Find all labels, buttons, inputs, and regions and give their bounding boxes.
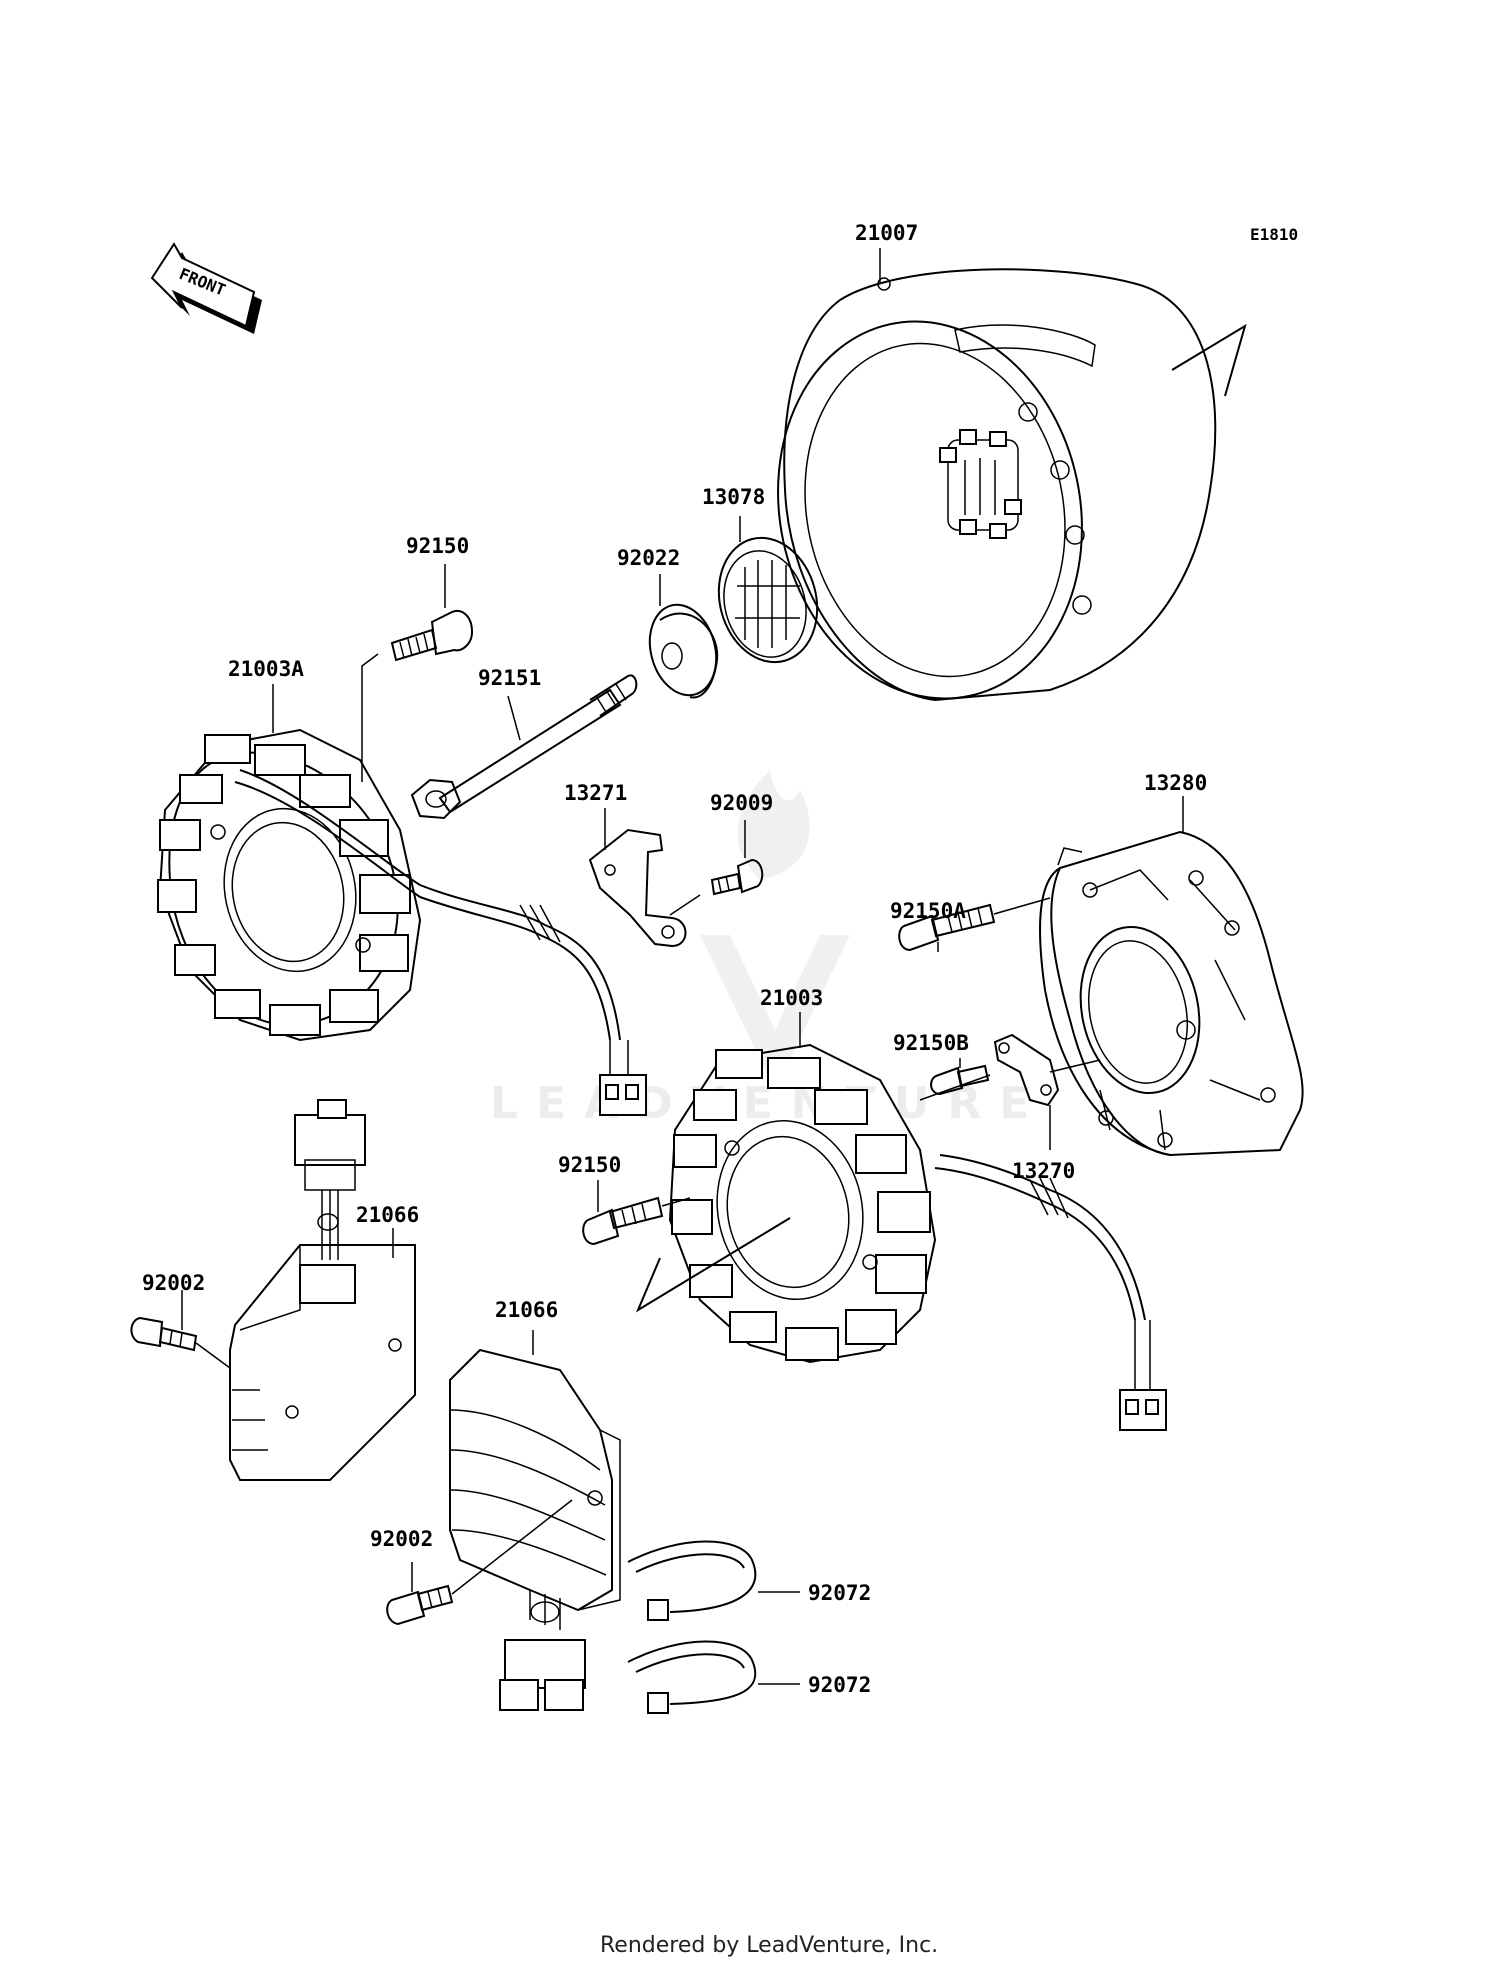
diagram-code: E1810: [1250, 225, 1298, 244]
label-washer: 92022: [617, 546, 680, 570]
washer: [648, 574, 719, 699]
front-arrow-icon: FRONT: [150, 242, 262, 334]
label-stator: 21003: [760, 986, 823, 1010]
pickup-plate: [588, 808, 687, 948]
stator-a: [157, 653, 647, 1116]
footer-credit: Rendered by LeadVenture, Inc.: [600, 1933, 938, 1958]
label-long-bolt: 92151: [478, 666, 541, 690]
flywheel: [777, 248, 1247, 702]
bolt-mid: [582, 1180, 691, 1246]
watermark: LEADVENTURE: [490, 770, 1047, 1129]
label-bolt-top: 92150: [406, 534, 469, 558]
label-bolt-92150a: 92150A: [890, 899, 966, 923]
bolt-92150b: [930, 1058, 990, 1096]
label-regulator-lower: 21066: [495, 1298, 558, 1322]
bolt-92002-upper: [130, 1290, 231, 1369]
band-lower: [627, 1640, 800, 1714]
label-regulator-upper: 21066: [356, 1203, 419, 1227]
bolt-92150a: [898, 897, 1051, 952]
screw-92009: [669, 820, 764, 916]
long-bolt: [410, 674, 638, 820]
band-upper: [627, 1540, 800, 1621]
regulator-upper: [229, 1099, 416, 1481]
regulator-lower: [449, 1330, 621, 1711]
label-stator-a: 21003A: [228, 657, 304, 681]
label-spacer-gear: 13078: [702, 485, 765, 509]
label-cover: 13280: [1144, 771, 1207, 795]
label-flywheel: 21007: [855, 221, 918, 245]
stator-cover: [1039, 796, 1304, 1157]
label-band-upper: 92072: [808, 1581, 871, 1605]
label-bolt-mid: 92150: [558, 1153, 621, 1177]
label-plate-13271: 13271: [564, 781, 627, 805]
label-bolt-92002-upper: 92002: [142, 1271, 205, 1295]
bolt-92002-lower: [386, 1499, 573, 1626]
watermark-text: LEADVENTURE: [490, 1078, 1047, 1129]
label-bolt-92002-lower: 92002: [370, 1527, 433, 1551]
label-clamp-plate: 13270: [1012, 1159, 1075, 1183]
bolt-top: [390, 564, 474, 662]
clamp-plate: [919, 1033, 1101, 1150]
label-band-lower: 92072: [808, 1673, 871, 1697]
label-bolt-92150b: 92150B: [893, 1031, 969, 1055]
label-screw-92009: 92009: [710, 791, 773, 815]
stator: [635, 1012, 1167, 1431]
starter-gear: [717, 516, 819, 664]
